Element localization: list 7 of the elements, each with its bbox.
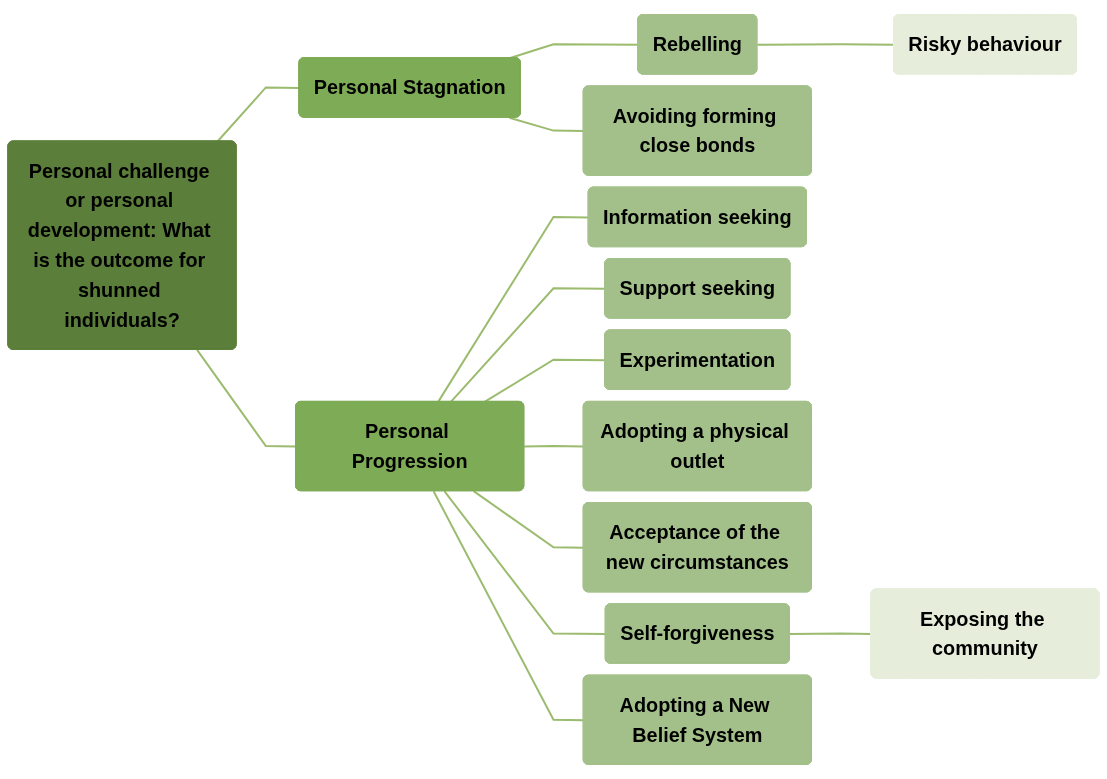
connector: [443, 490, 607, 635]
connector: [523, 445, 585, 448]
connector: [756, 43, 895, 46]
connector: [437, 215, 590, 403]
connector: [432, 490, 585, 722]
connector: [508, 116, 585, 133]
connector: [472, 490, 585, 549]
